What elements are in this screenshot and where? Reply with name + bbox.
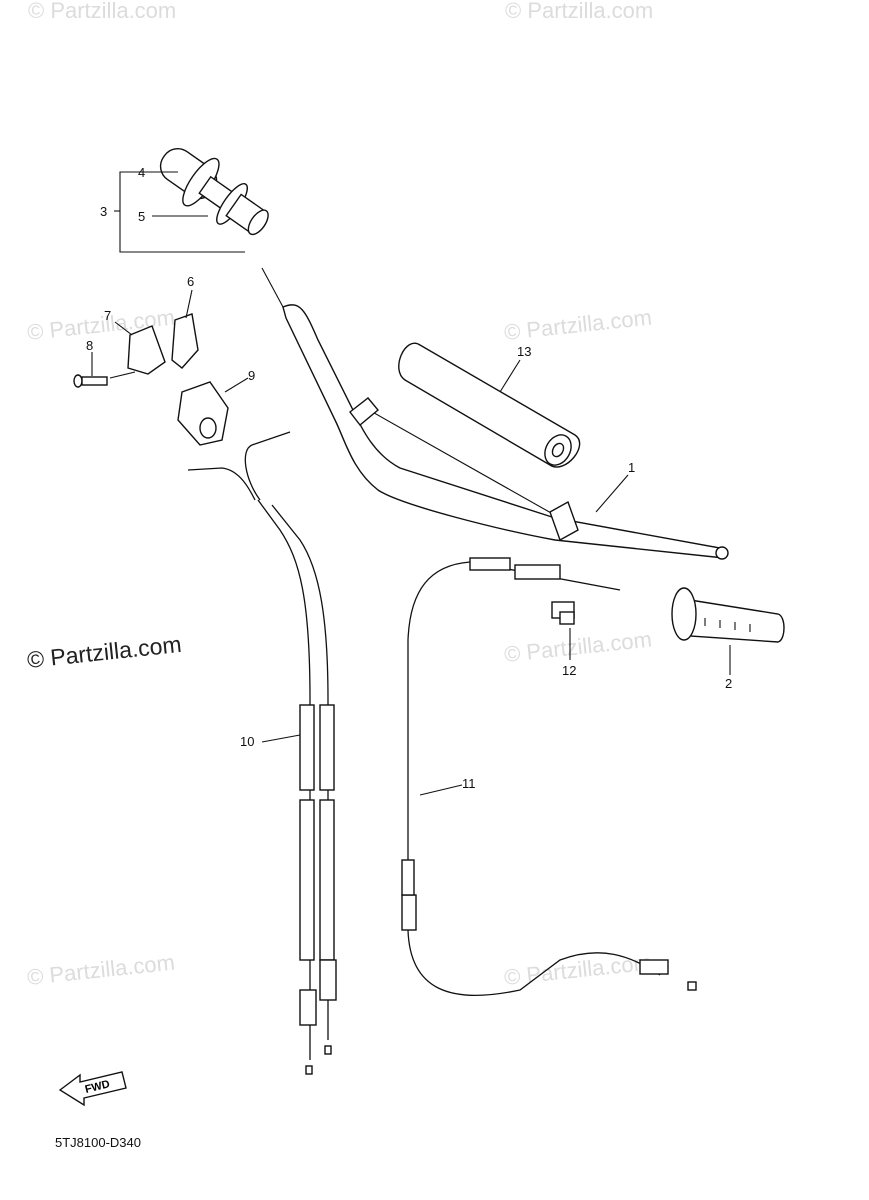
watermark-main: © Partzilla.com	[26, 631, 183, 673]
diagram-code: 5TJ8100-D340	[55, 1135, 141, 1150]
handlebar-holder-lower	[127, 325, 166, 375]
watermark: © Partzilla.com	[503, 305, 653, 345]
throttle-grip-assembly	[159, 147, 269, 236]
callout-2: 2	[725, 676, 732, 691]
callout-6: 6	[187, 274, 194, 289]
callout-5: 5	[138, 209, 145, 224]
watermark-group: © Partzilla.com © Partzilla.com © Partzi…	[26, 0, 653, 990]
watermark: © Partzilla.com	[28, 0, 176, 23]
fwd-label: FWD	[84, 1078, 111, 1096]
handlebar-pad	[398, 342, 581, 468]
watermark: © Partzilla.com	[503, 627, 653, 667]
callout-9: 9	[248, 368, 255, 383]
callout-7: 7	[104, 308, 111, 323]
upper-bracket	[177, 381, 229, 446]
watermark: © Partzilla.com	[503, 950, 653, 990]
callout-12: 12	[562, 663, 576, 678]
callout-10: 10	[240, 734, 254, 749]
callout-bracket-3	[114, 171, 245, 253]
callout-8: 8	[86, 338, 93, 353]
handlebar-holder-upper	[171, 313, 199, 369]
cable-adjuster	[551, 601, 575, 625]
callout-4: 4	[138, 165, 145, 180]
throttle-cable	[187, 431, 337, 1075]
callout-1: 1	[628, 460, 635, 475]
callout-13: 13	[517, 344, 531, 359]
fwd-arrow-icon: FWD	[58, 1071, 127, 1107]
clutch-cable	[401, 557, 697, 997]
watermark: © Partzilla.com	[26, 950, 176, 990]
callout-3: 3	[100, 204, 107, 219]
right-grip	[671, 587, 785, 643]
watermark: © Partzilla.com	[505, 0, 653, 23]
handlebar	[261, 267, 729, 560]
bolt	[73, 374, 108, 388]
callout-11: 11	[462, 776, 476, 791]
